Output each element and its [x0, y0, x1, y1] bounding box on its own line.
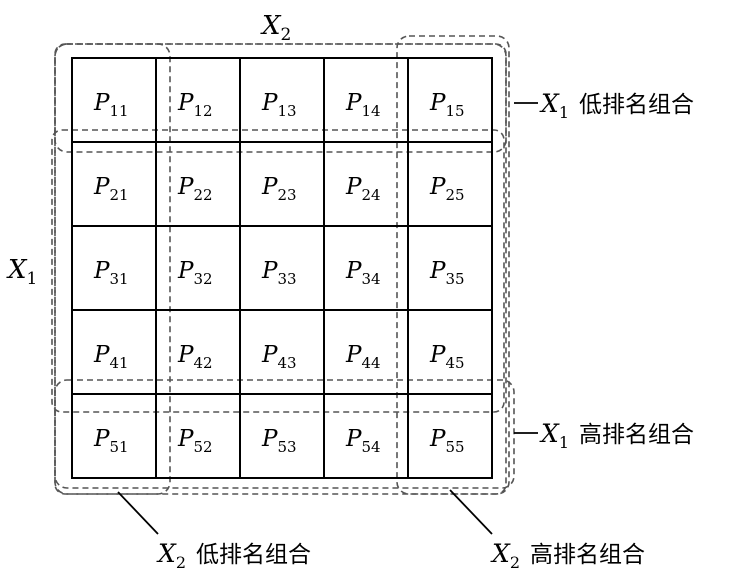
matrix-cell-label: P12: [177, 90, 213, 120]
matrix-cell-3-3: [239, 225, 325, 311]
x1-row-span-outline: [51, 129, 505, 413]
matrix-cell-3-4: [323, 225, 409, 311]
x2-high-leader-line: [449, 489, 493, 535]
x1-high-row-outline: [54, 379, 515, 489]
matrix-cell-label: P31: [93, 258, 129, 288]
x2-low-leader-line: [117, 491, 159, 535]
matrix-cell-5-4: [323, 393, 409, 479]
x1-low-row-outline: [54, 43, 507, 153]
matrix-cell-label: P51: [93, 426, 129, 456]
matrix-cell-label: P34: [345, 258, 381, 288]
matrix-cell-4-5: [407, 309, 493, 395]
matrix-cell-label: P53: [261, 426, 297, 456]
matrix-cell-5-3: [239, 393, 325, 479]
matrix-cell-label: P45: [429, 342, 465, 372]
matrix-cell-label: P32: [177, 258, 213, 288]
matrix-cell-2-2: [155, 141, 241, 227]
matrix-cell-2-5: [407, 141, 493, 227]
left-axis-label: X1: [6, 255, 37, 289]
matrix-cell-2-1: [71, 141, 157, 227]
matrix-cell-1-5: [407, 57, 493, 143]
matrix-cell-label: P22: [177, 174, 213, 204]
matrix-cell-4-4: [323, 309, 409, 395]
matrix-cell-label: P43: [261, 342, 297, 372]
matrix-cell-label: P52: [177, 426, 213, 456]
matrix-cell-label: P41: [93, 342, 129, 372]
matrix-cell-label: P44: [345, 342, 381, 372]
matrix-cell-label: P23: [261, 174, 297, 204]
matrix-cell-label: P33: [261, 258, 297, 288]
matrix-cell-label: P13: [261, 90, 297, 120]
matrix-cell-5-1: [71, 393, 157, 479]
matrix-cell-label: P15: [429, 90, 465, 120]
matrix-cell-3-1: [71, 225, 157, 311]
matrix-cell-5-5: [407, 393, 493, 479]
matrix-cell-label: P54: [345, 426, 381, 456]
matrix-cell-4-3: [239, 309, 325, 395]
matrix-cell-4-1: [71, 309, 157, 395]
matrix-cell-label: P24: [345, 174, 381, 204]
matrix-cell-2-4: [323, 141, 409, 227]
matrix-cell-4-2: [155, 309, 241, 395]
matrix-cell-label: P11: [93, 90, 129, 120]
matrix-cell-label: P21: [93, 174, 129, 204]
matrix-cell-3-2: [155, 225, 241, 311]
matrix-cell-label: P35: [429, 258, 465, 288]
matrix-cell-label: P25: [429, 174, 465, 204]
matrix-cell-label: P42: [177, 342, 213, 372]
top-axis-label: X2: [260, 11, 291, 45]
matrix-cell-3-5: [407, 225, 493, 311]
matrix-cell-label: P14: [345, 90, 381, 120]
matrix-cell-5-2: [155, 393, 241, 479]
matrix-cell-2-3: [239, 141, 325, 227]
matrix-cell-label: P55: [429, 426, 465, 456]
